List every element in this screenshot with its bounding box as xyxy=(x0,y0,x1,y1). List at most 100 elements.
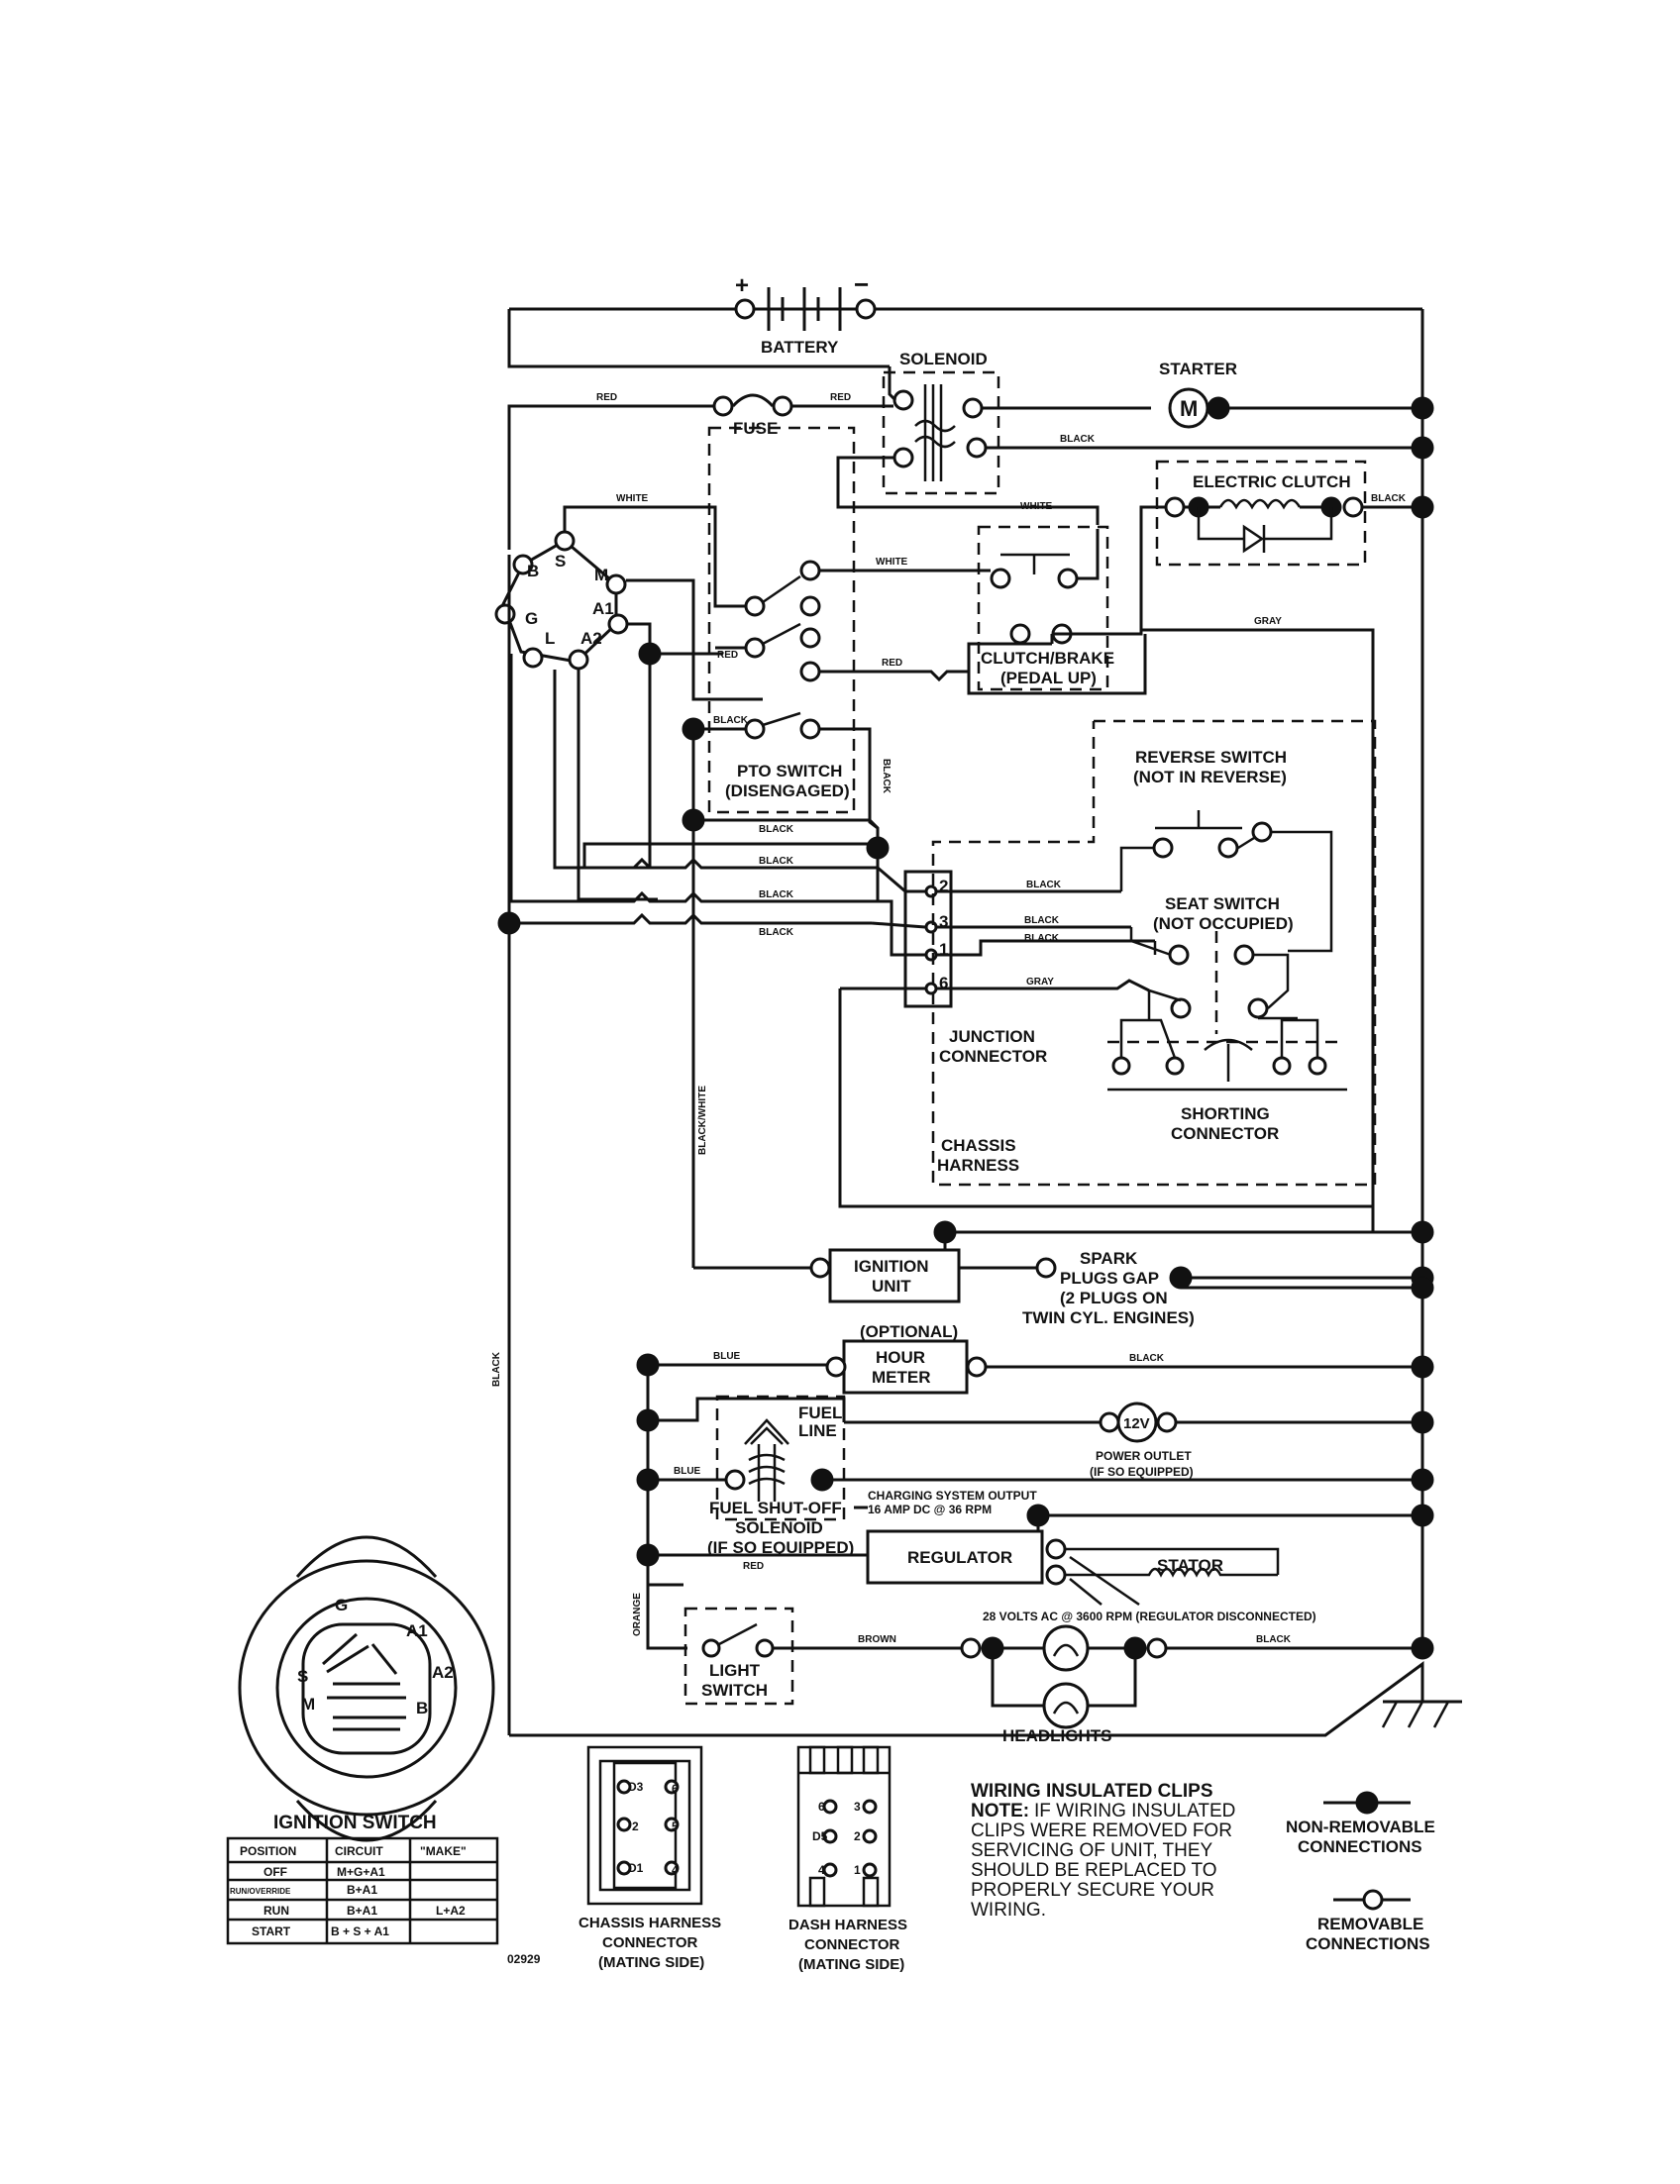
svg-text:BLACK/WHITE: BLACK/WHITE xyxy=(697,1086,708,1155)
svg-text:RED: RED xyxy=(596,392,617,403)
stator: STATOR xyxy=(1066,1547,1280,1578)
shorting-connector-line2: CONNECTOR xyxy=(1171,1124,1279,1143)
svg-text:BROWN: BROWN xyxy=(858,1634,896,1645)
svg-text:S: S xyxy=(297,1667,308,1686)
ignition-switch-drawing: G A1 A2 S M B xyxy=(238,1535,495,1842)
svg-text:(MATING SIDE): (MATING SIDE) xyxy=(598,1954,704,1971)
svg-text:6: 6 xyxy=(672,1782,679,1796)
pto-switch: PTO SWITCH (DISENGAGED) xyxy=(707,426,856,814)
svg-text:BLUE: BLUE xyxy=(674,1466,701,1477)
svg-text:G: G xyxy=(525,609,538,628)
starter-label: STARTER xyxy=(1159,360,1237,378)
svg-text:S: S xyxy=(555,552,566,571)
svg-text:BLACK: BLACK xyxy=(1024,933,1060,944)
svg-text:METER: METER xyxy=(872,1368,931,1387)
seat-switch: SEAT SWITCH (NOT OCCUPIED) xyxy=(1129,868,1333,1034)
svg-text:CONNECTIONS: CONNECTIONS xyxy=(1306,1934,1430,1953)
stator-ac-note: 28 VOLTS AC @ 3600 RPM (REGULATOR DISCON… xyxy=(983,1610,1316,1623)
svg-text:CHASSIS HARNESS: CHASSIS HARNESS xyxy=(578,1915,721,1931)
svg-text:BLACK: BLACK xyxy=(759,889,794,900)
electric-clutch-label: ELECTRIC CLUTCH xyxy=(1193,472,1351,491)
starter: M STARTER xyxy=(1159,360,1237,429)
svg-text:WIRING INSULATED CLIPS: WIRING INSULATED CLIPS xyxy=(971,1781,1213,1802)
chassis-harness-line2: HARNESS xyxy=(937,1156,1019,1175)
chassis-harness: CHASSIS HARNESS xyxy=(931,719,1377,1187)
svg-text:5: 5 xyxy=(672,1820,679,1833)
svg-text:2: 2 xyxy=(854,1829,861,1843)
svg-text:(2 PLUGS ON: (2 PLUGS ON xyxy=(1060,1289,1168,1307)
svg-text:BLACK: BLACK xyxy=(1256,1634,1292,1645)
svg-text:A2: A2 xyxy=(432,1663,454,1682)
svg-text:A1: A1 xyxy=(592,599,614,618)
svg-text:A2: A2 xyxy=(580,629,602,648)
seat-switch-line1: SEAT SWITCH xyxy=(1165,894,1280,913)
ignition-unit: IGNITION UNIT xyxy=(828,1248,961,1303)
svg-text:WHITE: WHITE xyxy=(876,557,908,568)
svg-text:BLACK: BLACK xyxy=(759,856,794,867)
svg-text:GRAY: GRAY xyxy=(1026,977,1054,988)
svg-text:"MAKE": "MAKE" xyxy=(420,1844,467,1858)
svg-text:RED: RED xyxy=(882,658,902,669)
svg-text:NOTE:: NOTE: xyxy=(971,1801,1029,1821)
svg-text:B+A1: B+A1 xyxy=(347,1883,377,1897)
svg-text:REMOVABLE: REMOVABLE xyxy=(1317,1915,1423,1933)
svg-text:BLACK: BLACK xyxy=(759,927,794,938)
svg-text:SOLENOID: SOLENOID xyxy=(735,1518,823,1537)
svg-text:BLACK: BLACK xyxy=(1024,915,1060,926)
clutch-brake-line1: CLUTCH/BRAKE xyxy=(981,649,1114,668)
reverse-switch-line1: REVERSE SWITCH xyxy=(1135,748,1287,767)
svg-text:CLIPS WERE REMOVED FOR: CLIPS WERE REMOVED FOR xyxy=(971,1820,1232,1841)
svg-text:B: B xyxy=(527,562,539,580)
shorting-connector-line1: SHORTING xyxy=(1181,1104,1270,1123)
chassis-harness-connector: D3 6 2 5 D1 4 CHASSIS HARNESS CONNECTOR … xyxy=(578,1745,721,1971)
svg-text:START: START xyxy=(252,1924,291,1938)
wiring-clips-note: WIRING INSULATED CLIPS NOTE: IF WIRING I… xyxy=(971,1781,1235,1921)
fuel-shutoff-solenoid: FUEL SHUT-OFF SOLENOID (IF SO EQUIPPED) xyxy=(707,1499,854,1557)
svg-text:L: L xyxy=(545,629,555,648)
svg-text:BLUE: BLUE xyxy=(713,1351,741,1362)
svg-text:12V: 12V xyxy=(1123,1415,1150,1432)
svg-text:RED: RED xyxy=(743,1561,764,1572)
svg-text:4: 4 xyxy=(818,1863,825,1877)
svg-text:FUEL SHUT-OFF: FUEL SHUT-OFF xyxy=(709,1499,842,1517)
svg-text:6: 6 xyxy=(818,1800,825,1814)
light-switch: LIGHT SWITCH xyxy=(683,1607,794,1706)
battery: + − BATTERY xyxy=(509,269,1422,357)
shorting-connector: SHORTING CONNECTOR xyxy=(1107,990,1347,1143)
svg-text:POSITION: POSITION xyxy=(240,1844,296,1858)
fuel-line: FUEL LINE xyxy=(715,1395,846,1521)
svg-text:(OPTIONAL): (OPTIONAL) xyxy=(860,1322,958,1341)
svg-text:GRAY: GRAY xyxy=(1254,616,1282,627)
clutch-brake-line2: (PEDAL UP) xyxy=(1000,669,1097,687)
svg-text:B + S + A1: B + S + A1 xyxy=(331,1924,389,1938)
svg-text:CIRCUIT: CIRCUIT xyxy=(335,1844,383,1858)
chassis-harness-line1: CHASSIS xyxy=(941,1136,1016,1155)
spark-plugs: SPARK PLUGS GAP (2 PLUGS ON TWIN CYL. EN… xyxy=(1022,1249,1195,1327)
reverse-switch: REVERSE SWITCH (NOT IN REVERSE) xyxy=(1119,748,1333,891)
svg-text:BLACK: BLACK xyxy=(1129,1353,1165,1364)
dash-harness-connector: 6 3 D5 2 4 1 DASH HARNESS CONNECTOR (MAT… xyxy=(788,1745,907,1973)
svg-text:DASH HARNESS: DASH HARNESS xyxy=(788,1917,907,1933)
svg-text:WIRING.: WIRING. xyxy=(971,1900,1046,1921)
svg-text:BLACK: BLACK xyxy=(1371,493,1407,504)
svg-text:SWITCH: SWITCH xyxy=(701,1681,768,1700)
svg-text:PROPERLY SECURE YOUR: PROPERLY SECURE YOUR xyxy=(971,1880,1214,1901)
svg-text:CONNECTIONS: CONNECTIONS xyxy=(1298,1837,1422,1856)
svg-text:6: 6 xyxy=(939,974,948,992)
svg-text:REGULATOR: REGULATOR xyxy=(907,1548,1012,1567)
svg-text:M: M xyxy=(1180,396,1198,421)
svg-text:STATOR: STATOR xyxy=(1157,1556,1223,1575)
junction-connector-line2: CONNECTOR xyxy=(939,1047,1047,1066)
svg-text:WHITE: WHITE xyxy=(616,493,649,504)
svg-text:UNIT: UNIT xyxy=(872,1277,911,1296)
svg-text:TWIN CYL. ENGINES): TWIN CYL. ENGINES) xyxy=(1022,1308,1195,1327)
ignition-switch-table: IGNITION SWITCH POSITION CIRCUIT "MAKE" … xyxy=(226,1813,499,1945)
svg-text:D5: D5 xyxy=(812,1829,828,1843)
svg-text:2: 2 xyxy=(939,877,948,895)
power-outlet: 12V POWER OUTLET (IF SO EQUIPPED) xyxy=(1090,1402,1194,1479)
svg-text:M: M xyxy=(594,566,608,584)
svg-text:BLACK: BLACK xyxy=(491,1351,502,1387)
svg-text:A1: A1 xyxy=(406,1621,428,1640)
svg-text:D1: D1 xyxy=(628,1861,644,1875)
